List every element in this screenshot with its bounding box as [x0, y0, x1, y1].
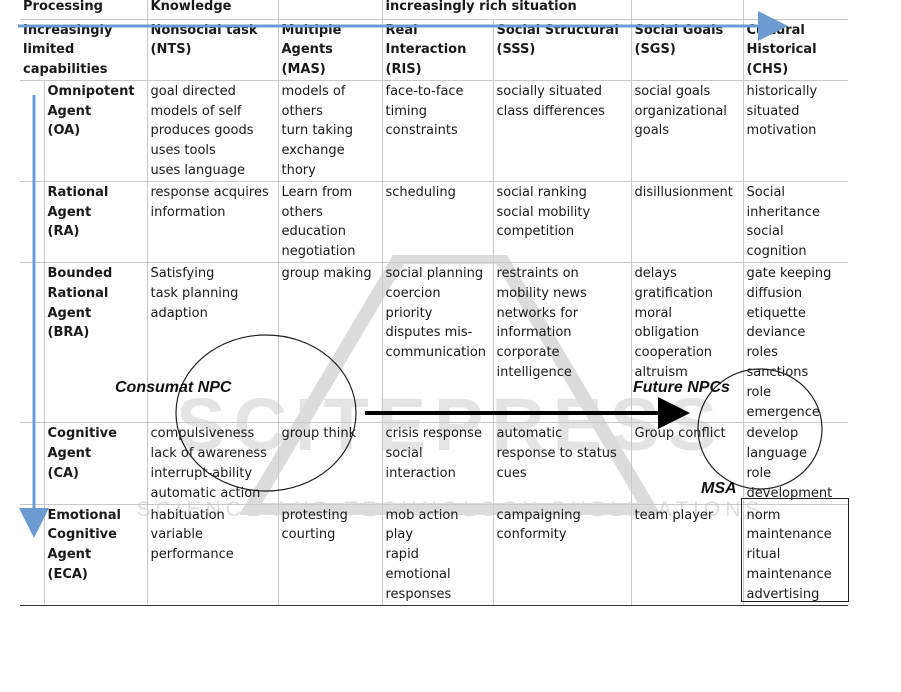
agent-label: Rational Agent (RA) — [43, 181, 147, 264]
table-cell: group making — [277, 262, 382, 424]
table-cell: response acquires information — [146, 181, 278, 264]
header-processing: Processing — [20, 0, 147, 20]
agent-label: Bounded Rational Agent (BRA) — [43, 262, 147, 424]
header-mas: Multiple Agents (MAS) — [277, 18, 382, 81]
table-cell: models of others turn taking exchange th… — [277, 80, 382, 182]
table-cell: mob action play rapid emotional response… — [381, 504, 493, 606]
table-cell: face-to-face timing constraints — [381, 80, 493, 182]
table-cell: team player — [630, 504, 743, 606]
table-cell: social goals organizational goals — [630, 80, 743, 182]
table-cell: Learn from others education negotiation — [277, 181, 382, 264]
table-cell: protesting courting — [277, 504, 382, 606]
agent-label: Emotional Cognitive Agent (ECA) — [43, 504, 147, 606]
table-cell: automatic response to status cues — [492, 422, 631, 505]
table-row: Omnipotent Agent (OA) goal directed mode… — [20, 80, 848, 182]
header-ris: Real Interaction (RIS) — [381, 18, 493, 81]
row-spacer — [20, 181, 44, 264]
table-cell: gate keeping diffusion etiquette devianc… — [742, 262, 848, 424]
table-cell: Satisfying task planning adaption — [146, 262, 278, 424]
row-spacer — [20, 262, 44, 424]
table-cell: delays gratification moral obligation co… — [630, 262, 743, 424]
table-cell: Social inheritance social cognition — [742, 181, 848, 264]
table-cell: social ranking social mobility competiti… — [492, 181, 631, 264]
agent-capability-table: Processing Knowledge increasingly rich s… — [20, 0, 848, 606]
row-spacer — [20, 422, 44, 505]
table-cell: disillusionment — [630, 181, 743, 264]
table-cell: group think — [277, 422, 382, 505]
row-spacer — [20, 80, 44, 182]
table-row: Rational Agent (RA) response acquires in… — [20, 181, 848, 264]
table-cell: campaigning conformity — [492, 504, 631, 606]
table-cell: Group conflict — [630, 422, 743, 505]
header-limited-capabilities: Increasingly limited capabilities — [20, 18, 147, 81]
table-cell: socially situated class differences — [492, 80, 631, 182]
table-cell: scheduling — [381, 181, 493, 264]
header-rich-situation: increasingly rich situation — [381, 0, 631, 20]
header-row-2: Increasingly limited capabilities Nonsoc… — [20, 18, 848, 81]
table-cell: historically situated motivation — [742, 80, 848, 182]
table-cell: norm maintenance ritual maintenance adve… — [742, 504, 848, 606]
table-cell: social planning coercion priority disput… — [381, 262, 493, 424]
agent-label: Omnipotent Agent (OA) — [43, 80, 147, 182]
table-cell: goal directed models of self produces go… — [146, 80, 278, 182]
table-cell: restraints on mobility news networks for… — [492, 262, 631, 424]
header-row-1: Processing Knowledge increasingly rich s… — [20, 0, 848, 20]
consumat-circle-icon — [175, 334, 357, 492]
future-npcs-label: Future NPCs — [633, 379, 730, 396]
msa-label: MSA — [701, 480, 737, 497]
table-cell: develop language role development — [742, 422, 848, 505]
table-row: Bounded Rational Agent (BRA) Satisfying … — [20, 262, 848, 424]
consumat-npc-label: Consumat NPC — [115, 379, 232, 396]
header-knowledge: Knowledge — [146, 0, 278, 20]
agent-label: Cognitive Agent (CA) — [43, 422, 147, 505]
future-circle-icon — [697, 368, 823, 490]
table-cell: crisis response social interaction — [381, 422, 493, 505]
table-row: Emotional Cognitive Agent (ECA) habituat… — [20, 504, 848, 606]
table-cell: habituation variable performance — [146, 504, 278, 606]
